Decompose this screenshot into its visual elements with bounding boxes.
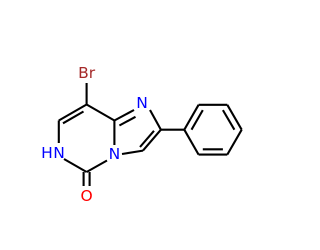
atom-o: O (80, 187, 92, 205)
atom-br: Br (78, 64, 96, 82)
atom-n-imidazole: N (136, 94, 148, 112)
bond-c3-n4 (121, 149, 144, 156)
atom-h: H (41, 144, 53, 162)
bond-c8-c7-double (62, 110, 85, 125)
bond-c8a-n1 (113, 109, 135, 122)
bond-ph-3 (226, 104, 243, 131)
molecule-canvas: Br N N H N O (41, 64, 243, 205)
bond-n1-c2 (149, 109, 162, 131)
bond-c8-c7 (58, 103, 88, 122)
bond-n6-c5 (63, 158, 88, 173)
bond-ph-1 (183, 104, 200, 131)
bond-ph-double-b (221, 109, 236, 131)
bond-c2-c3 (142, 129, 162, 152)
atom-n-nh: N (53, 144, 65, 162)
bond-c5-n4 (86, 159, 108, 173)
bond-ph-double-a (190, 109, 204, 131)
bond-ph-4 (226, 129, 243, 156)
bond-ph-6 (183, 129, 200, 156)
atom-n-bridge: N (109, 145, 121, 163)
bond-c8a-c8 (86, 103, 115, 122)
bond-c2-c3-double (139, 130, 155, 148)
bond-c8a-n1-double (118, 115, 136, 127)
structure-diagram: Br N N H N O (41, 64, 243, 205)
